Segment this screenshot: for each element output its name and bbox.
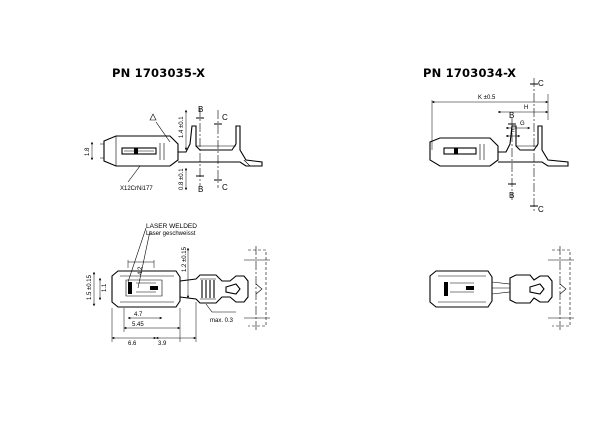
right-side-view: K ±0.5 H G F B B C: [429, 78, 569, 214]
r-section-b-bottom: B: [509, 191, 514, 200]
dim-weld-upper: 4.2: [138, 266, 144, 275]
dim-inner: 1.1: [102, 283, 108, 292]
dim-tab-height: 1.4 ±0.1: [179, 116, 185, 138]
dim-total: 6.6: [128, 341, 137, 347]
r-section-c-top: C: [538, 79, 544, 88]
right-plan-view: [429, 246, 574, 332]
part-number-right: PN 1703034-X: [423, 66, 517, 80]
dim-g: G: [520, 121, 525, 127]
section-b-bottom: B: [198, 185, 203, 194]
section-c-top: C: [222, 113, 228, 122]
left-side-view: 1.8 1.4 ±0.1 0.8 ±0.1 B B C C X12CrNi177: [85, 105, 263, 194]
dim-h: H: [524, 105, 528, 111]
weld-note: LASER WELDED: [146, 223, 197, 230]
dim-tab-width: 1.2 ±0.15: [182, 246, 188, 272]
dim-width: 1.5 ±0.15: [87, 274, 93, 300]
r-section-b-top: B: [509, 111, 514, 120]
r-section-c-bottom: C: [538, 205, 544, 214]
dim-barrel-height: 0.8 ±0.1: [179, 168, 185, 190]
dim-max-note: max. 0.3: [210, 318, 234, 324]
dim-side-height: 1.8: [85, 147, 91, 156]
weld-note-de: Laser geschweisst: [146, 231, 196, 237]
dim-overall-k: K ±0.5: [478, 95, 496, 101]
section-c-bottom: C: [222, 183, 228, 192]
section-b-top: B: [198, 105, 203, 114]
material-note: X12CrNi177: [120, 186, 153, 192]
left-plan-view: LASER WELDED Laser geschweisst 1.5 ±0.15: [87, 223, 270, 347]
dim-tab-length: 3.9: [158, 341, 167, 347]
dim-weld-lower: 4.7: [134, 312, 143, 318]
dim-f: F: [511, 130, 515, 136]
part-number-left: PN 1703035-X: [112, 66, 206, 80]
dim-crimp: 5.45: [132, 322, 144, 328]
